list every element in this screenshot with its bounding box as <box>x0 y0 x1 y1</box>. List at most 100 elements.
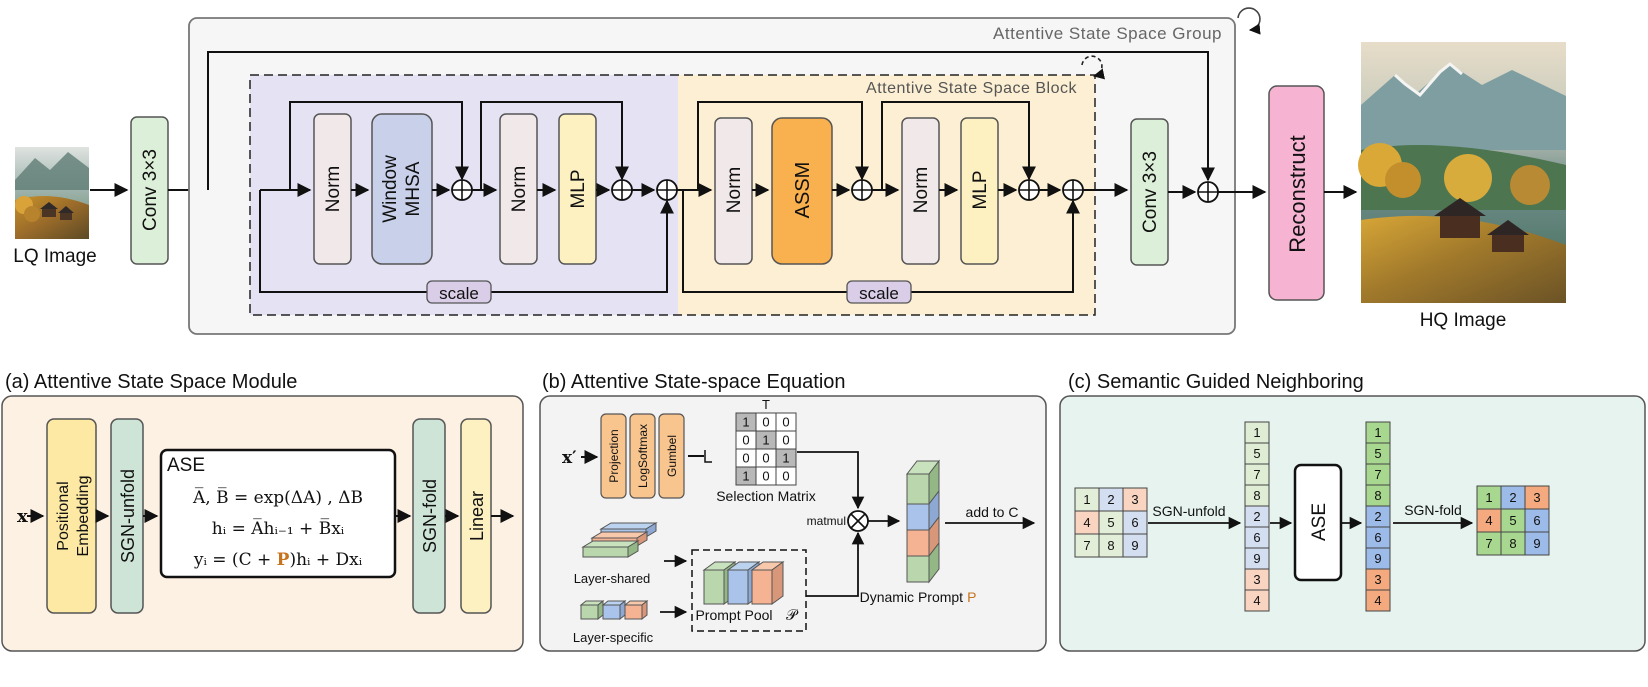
seq-out-cell-label: 5 <box>1374 446 1381 461</box>
grid-in-cell-label: 4 <box>1083 515 1090 530</box>
ase-box <box>159 448 397 579</box>
matrix-cell-label: 1 <box>782 451 789 466</box>
grid-in-cell-label: 3 <box>1131 492 1138 507</box>
dynamic-prompt-stack <box>905 459 941 584</box>
grid-in-cell-label: 9 <box>1131 538 1138 553</box>
matrix-cell <box>775 466 797 486</box>
sgn-fold-arrow-label: SGN-fold <box>1404 502 1462 518</box>
matmul-label: matmul <box>807 514 846 528</box>
conv-in-label: Conv 3×3 <box>140 149 161 231</box>
logsoftmax-label: LogSoftmax <box>636 424 650 488</box>
norm-label-1: Norm <box>323 166 344 212</box>
seq-out-cell-label: 3 <box>1374 572 1381 587</box>
grid-out-cell-label: 2 <box>1509 490 1516 505</box>
matrix-cell-label: 0 <box>782 415 789 430</box>
scale-badge-1 <box>426 280 492 304</box>
pos-label-1: Positional <box>55 481 72 550</box>
scale-label-1: scale <box>439 284 479 303</box>
mhsa-label-1: Window <box>380 155 401 223</box>
mhsa-label-2: MHSA <box>403 161 424 216</box>
matrix-cell-label: 0 <box>782 433 789 448</box>
panel-b-input: x′ <box>562 448 577 468</box>
grid-out-cell <box>1524 531 1550 556</box>
matrix-cell-label: 0 <box>762 469 769 484</box>
prompt-pool-label: Prompt Pool <box>695 607 772 623</box>
selection-matrix-label: Selection Matrix <box>716 488 816 504</box>
layer-specific-stack <box>579 599 649 621</box>
sgn-fold-label: SGN-fold <box>420 479 440 553</box>
scale-label-2: scale <box>859 284 899 303</box>
conv-out-label: Conv 3×3 <box>1140 151 1161 233</box>
seq-out-cell-label: 4 <box>1374 593 1381 608</box>
hq-image <box>1358 42 1566 303</box>
seq-in-cell-label: 1 <box>1253 425 1260 440</box>
prompt-pool <box>691 549 807 632</box>
grid-in-cell <box>1122 533 1148 558</box>
linear-label: Linear <box>467 491 487 541</box>
grid-in-cell-label: 6 <box>1131 515 1138 530</box>
projection-box <box>600 413 627 499</box>
plus-node-5 <box>1018 179 1040 201</box>
matrix-cell-label: 1 <box>742 469 749 484</box>
plus-node-7 <box>1197 181 1219 203</box>
lq-image <box>15 147 89 239</box>
sgn-unfold-arrow-label: SGN-unfold <box>1152 503 1225 519</box>
norm-label-2: Norm <box>509 166 530 212</box>
lq-image-label: LQ Image <box>13 246 96 267</box>
grid-out-cell-label: 1 <box>1485 490 1492 505</box>
grid-in-cell-label: 5 <box>1107 515 1114 530</box>
prompt-pool-symbol: 𝒫 <box>786 606 799 624</box>
projection-label: Projection <box>607 429 621 482</box>
gumbel-label: Gumbel <box>665 435 679 477</box>
transpose-label: T <box>762 397 770 412</box>
ase-equation-1: A̅, B̅ = exp(ΔA) , ΔB <box>192 487 363 508</box>
plus-node-1 <box>451 179 473 201</box>
seq-out-cell-label: 7 <box>1374 467 1381 482</box>
layer-shared-label: Layer-shared <box>574 571 651 586</box>
seq-out-cell-label: 1 <box>1374 425 1381 440</box>
ase-equation-2: hᵢ = A̅hᵢ₋₁ + B̅xᵢ <box>212 518 345 539</box>
matmul-node <box>847 510 869 532</box>
plus-node-2 <box>611 179 633 201</box>
grid-out-cell-label: 6 <box>1533 513 1540 528</box>
panel-a-input: x <box>17 506 28 527</box>
seq-out-cell <box>1365 589 1391 612</box>
norm-label-3: Norm <box>724 167 745 213</box>
matrix-cell-label: 0 <box>742 451 749 466</box>
grid-in-cell-label: 2 <box>1107 492 1114 507</box>
panel-a-title: (a) Attentive State Space Module <box>5 371 297 393</box>
prompt-pool-stack <box>702 561 785 605</box>
seq-out-cell-label: 6 <box>1374 530 1381 545</box>
grid-in-cell-label: 7 <box>1083 538 1090 553</box>
plus-node-6 <box>1062 179 1084 201</box>
layer-specific-label: Layer-specific <box>573 630 654 645</box>
seq-in-cell-label: 3 <box>1253 572 1260 587</box>
matrix-cell-label: 0 <box>782 469 789 484</box>
seq-in-cell <box>1244 589 1270 612</box>
hq-image-label: HQ Image <box>1420 310 1507 331</box>
assm-label: ASSM <box>792 162 814 219</box>
sgn-unfold-label: SGN-unfold <box>118 469 138 563</box>
norm-label-4: Norm <box>911 167 932 213</box>
seq-out-cell-label: 8 <box>1374 488 1381 503</box>
mlp-label-2: MLP <box>970 170 991 209</box>
seq-out-cell-label: 9 <box>1374 551 1381 566</box>
seq-in-cell-label: 4 <box>1253 593 1260 608</box>
grid-out-cell-label: 7 <box>1485 536 1492 551</box>
seq-in-cell-label: 8 <box>1253 488 1260 503</box>
scale-badge-2 <box>846 280 912 304</box>
grid-in-cell-label: 8 <box>1107 538 1114 553</box>
ase-title: ASE <box>167 455 205 476</box>
panel-c-ase-label: ASE <box>1309 503 1330 541</box>
matrix-cell-label: 0 <box>762 415 769 430</box>
grid-out-cell-label: 8 <box>1509 536 1516 551</box>
ase-equation-3: yᵢ = (C + P)hᵢ + Dxᵢ <box>193 550 363 570</box>
plus-node-3 <box>656 179 678 201</box>
mlp-label-1: MLP <box>568 169 589 208</box>
seq-in-cell-label: 5 <box>1253 446 1260 461</box>
